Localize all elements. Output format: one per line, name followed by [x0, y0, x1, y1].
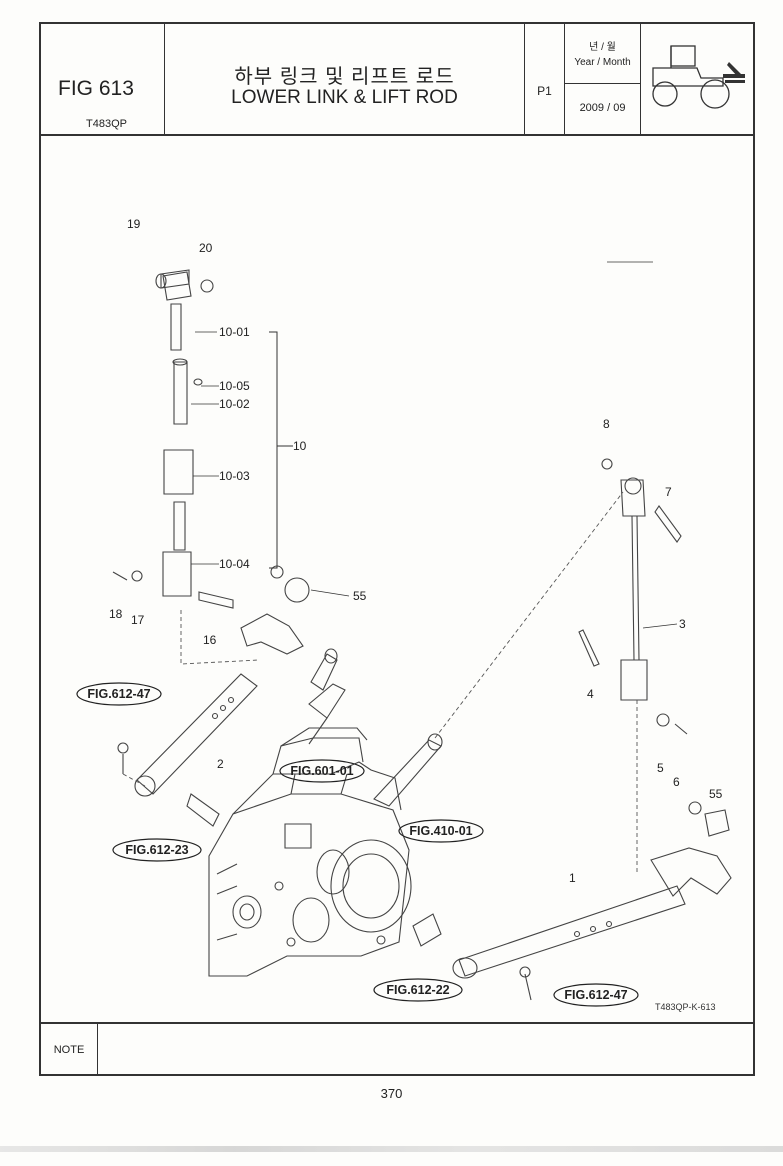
exploded-diagram: 19 20 10-01 10-05 10-02 10 10-03 10-04 1… — [41, 134, 753, 1022]
transmission-housing — [208, 683, 412, 977]
part-label: 6 — [673, 775, 680, 789]
assembly-lines — [122, 491, 638, 874]
part-label: 20 — [199, 241, 213, 255]
date-cell: 년 / 월 Year / Month 2009 / 09 — [565, 24, 641, 134]
fig-number: FIG 613 — [58, 77, 134, 100]
page-number: 370 — [380, 1086, 403, 1101]
note-label: NOTE — [41, 1024, 98, 1076]
icon-cell — [641, 24, 753, 134]
model-code: T483QP — [86, 118, 127, 130]
note-row: NOTE — [41, 1022, 753, 1076]
part-label: 4 — [587, 687, 594, 701]
part-label: 10 — [293, 439, 307, 453]
date-value: 2009 / 09 — [579, 102, 626, 114]
part-labels: 19 20 10-01 10-05 10-02 10 10-03 10-04 1… — [109, 217, 723, 885]
lower-link-left — [117, 565, 310, 827]
part-label: 2 — [217, 757, 224, 771]
part-label: 8 — [603, 417, 610, 431]
part-label: 10-02 — [219, 397, 250, 411]
lift-arm — [310, 648, 443, 807]
title-block: FIG 613 T483QP 하부 링크 및 리프트 로드 LOWER LINK… — [41, 24, 753, 136]
date-header: 년 / 월 Year / Month — [565, 24, 640, 84]
part-label: 18 — [109, 607, 123, 621]
date-label-english: Year / Month — [574, 57, 631, 68]
drawing-code: T483QP-K-613 — [655, 1002, 716, 1012]
part-label: 1 — [569, 871, 576, 885]
parts-sheet: FIG 613 T483QP 하부 링크 및 리프트 로드 LOWER LINK… — [39, 22, 755, 1076]
lift-rod-assembly — [112, 269, 234, 609]
ref-fig-612-23[interactable]: FIG.612-23 — [125, 843, 188, 857]
ref-fig-410-01[interactable]: FIG.410-01 — [409, 824, 472, 838]
lower-link-right — [412, 847, 732, 1001]
part-label: 10-05 — [219, 379, 250, 393]
ref-fig-612-47-top[interactable]: FIG.612-47 — [87, 687, 150, 701]
title-english: LOWER LINK & LIFT ROD — [231, 87, 458, 108]
date-label-korean: 년 / 월 — [589, 42, 616, 53]
part-label: 5 — [657, 761, 664, 775]
group-bracket — [269, 331, 293, 569]
part-label: 10-04 — [219, 557, 250, 571]
part-label: 10-01 — [219, 325, 250, 339]
part-label: 19 — [127, 217, 141, 231]
part-label: 16 — [203, 633, 217, 647]
part-label: 55 — [709, 787, 723, 801]
page-indicator: P1 — [537, 84, 552, 98]
figure-references — [76, 682, 639, 1007]
fig-cell: FIG 613 T483QP — [41, 24, 165, 134]
page-cell: P1 — [525, 24, 565, 134]
part-label: 55 — [353, 589, 367, 603]
scan-edge — [0, 1146, 783, 1152]
part-label: 17 — [131, 613, 145, 627]
leader-lines — [191, 261, 678, 629]
title-korean: 하부 링크 및 리프트 로드 — [234, 66, 455, 88]
ref-fig-612-22[interactable]: FIG.612-22 — [386, 983, 449, 997]
part-label: 10-03 — [219, 469, 250, 483]
part-label: 3 — [679, 617, 686, 631]
ref-fig-601-01[interactable]: FIG.601-01 — [290, 764, 353, 778]
tractor-lift-icon — [652, 45, 745, 109]
part-label: 7 — [665, 485, 672, 499]
lift-rod-right — [578, 458, 730, 837]
ref-fig-612-47-bottom[interactable]: FIG.612-47 — [564, 988, 627, 1002]
title-cell: 하부 링크 및 리프트 로드 LOWER LINK & LIFT ROD — [165, 24, 525, 134]
